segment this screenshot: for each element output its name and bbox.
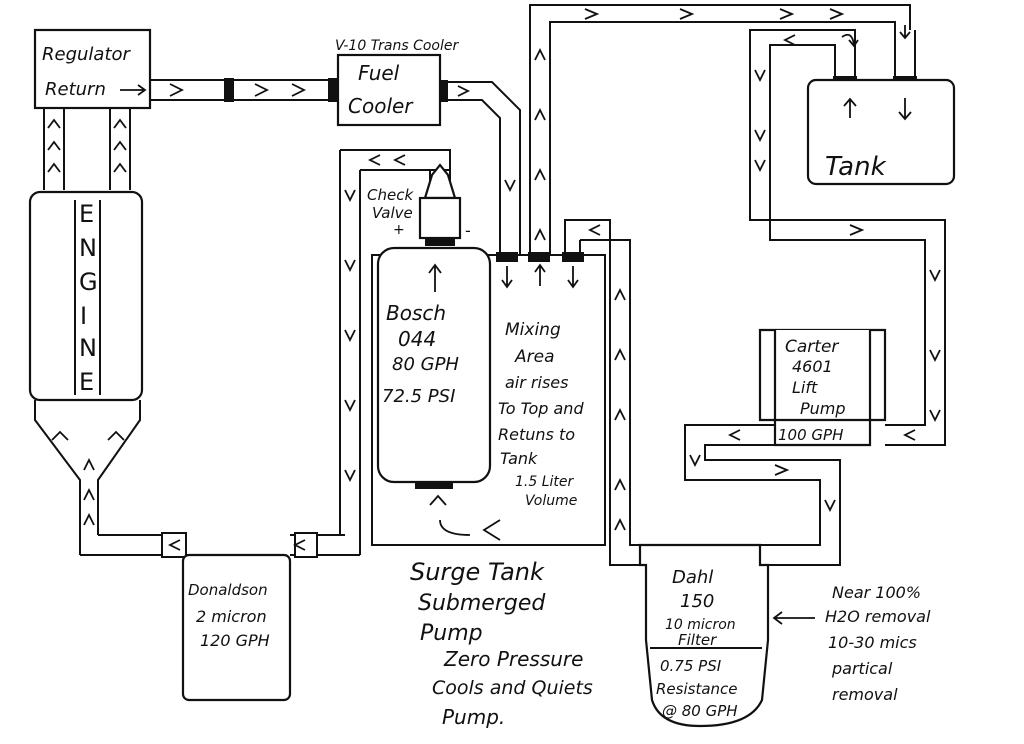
line-carter-to-dahl [684,424,841,566]
surge-line5: Cools and Quiets [432,677,593,699]
polarity-minus: - [465,221,471,240]
mixing-line7: 1.5 Liter [515,474,575,490]
surge-line3: Pump [420,621,483,646]
dahl-notes: Near 100% H2O removal 10-30 mics partica… [825,583,931,704]
engine-letter-3: G [79,268,98,296]
line-engine-supply [34,400,165,556]
mixing-line3: air rises [505,373,568,392]
carter-line1: Carter [785,337,839,357]
mixing-line8: Volume [525,493,577,509]
dahl-line1: Dahl [672,567,713,588]
dahl-line5: 0.75 PSI [660,657,722,675]
engine-letter-1: E [79,200,94,228]
bosch-pump: Bosch 044 80 GPH 72.5 PSI [376,246,501,541]
line-cooler-to-surge [440,80,521,255]
dahl-line7: @ 80 GPH [662,702,738,720]
mixing-line6: Tank [500,449,538,468]
engine-block: E N G I N E [28,190,144,402]
bosch-line3: 80 GPH [392,354,459,375]
engine-letter-2: N [79,234,97,262]
mixing-line2: Area [514,347,555,367]
regulator-label-line1: Regulator [42,44,132,65]
line-regulator-to-cooler [150,78,338,102]
engine-letter-6: E [79,368,94,396]
surge-line4: Zero Pressure [443,647,583,671]
surge-line2: Submerged [418,591,546,616]
carter-line5: 100 GPH [778,426,843,444]
fuel-cooler-line1: Fuel [358,61,400,85]
carter-line3: Lift [792,378,818,397]
dahl-line6: Resistance [656,680,738,698]
tank-label: Tank [825,152,887,182]
dahl-note-line5: removal [832,685,898,704]
surge-line6: Pump. [442,705,505,729]
dahl-line3: 10 micron [665,617,736,633]
fuel-tank: Tank [806,78,956,186]
line-dahl-to-surge [564,219,640,566]
fuel-cooler-box: V-10 Trans Cooler Fuel Cooler [335,38,460,127]
carter-line4: Pump [800,399,846,418]
fuel-cooler-line2: Cooler [348,94,414,118]
dahl-line2: 150 [680,591,714,612]
dahl-note-line4: partical [831,659,893,678]
mixing-line5: Retuns to [498,425,575,444]
dahl-note-line1: Near 100% [832,583,921,602]
dahl-note-line2: H2O removal [825,607,931,626]
carter-lift-pump: Carter 4601 Lift Pump 100 GPH [758,328,887,447]
check-valve-line1: Check [367,186,414,204]
surge-line1: Surge Tank [410,558,545,586]
bosch-line4: 72.5 PSI [382,386,455,407]
check-valve: Check Valve + - [367,163,471,246]
regulator-label-line2: Return [45,79,106,100]
check-valve-line2: Valve [372,204,413,222]
mixing-line4: To Top and [498,399,584,418]
surge-tank [371,252,606,546]
engine-letter-5: N [79,334,97,362]
surge-tank-notes: Surge Tank Submerged Pump Zero Pressure … [410,558,593,729]
mixing-line1: Mixing [505,320,561,340]
donaldson-line3: 120 GPH [200,631,270,650]
engine-letter-4: I [80,302,87,330]
bosch-line2: 044 [398,327,436,351]
bosch-line1: Bosch [386,301,446,325]
trans-cooler-label: V-10 Trans Cooler [335,38,460,54]
line-regulator-to-engine [43,108,131,190]
dahl-note-line3: 10-30 mics [828,633,917,652]
carter-line2: 4601 [792,357,833,376]
mixing-area-notes: Mixing Area air rises To Top and Retuns … [498,320,584,509]
dahl-line4: Filter [678,631,717,649]
dahl-filter: Dahl 150 10 micron Filter 0.75 PSI Resis… [638,543,815,728]
fuel-lines [34,4,946,566]
regulator-return-box: Regulator Return [33,28,152,110]
donaldson-filter: Donaldson 2 micron 120 GPH [181,553,292,702]
donaldson-line2: 2 micron [196,607,267,626]
donaldson-line1: Donaldson [188,581,268,599]
polarity-plus: + [393,222,405,238]
